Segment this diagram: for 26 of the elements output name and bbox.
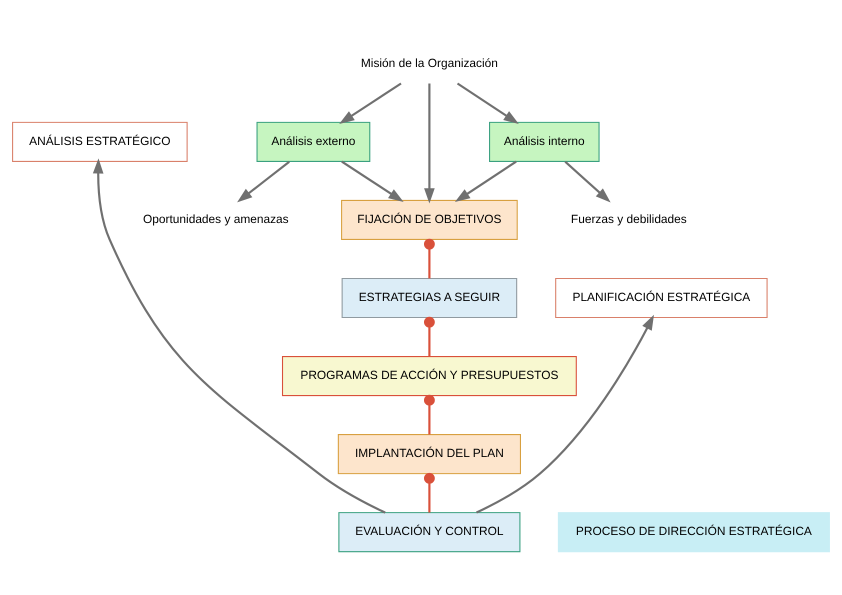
arrow	[341, 160, 404, 202]
node-box: ESTRATEGIAS A SEGUIR	[342, 277, 518, 318]
arrow	[476, 314, 654, 513]
node-box: PROCESO DE DIRECCIÓN ESTRATÉGICA	[558, 512, 830, 552]
arrow	[564, 160, 611, 202]
arrow	[92, 158, 386, 514]
node-box: Análisis externo	[256, 121, 370, 162]
node-box: PLANIFICACIÓN ESTRATÉGICA	[555, 277, 768, 318]
arrow	[454, 160, 517, 202]
node-box: ANÁLISIS ESTRATÉGICO	[12, 121, 188, 162]
node-box: Análisis interno	[489, 121, 600, 162]
arrow	[456, 82, 519, 124]
connector	[424, 394, 435, 434]
node-box: FIJACIÓN DE OBJETIVOS	[341, 199, 518, 240]
arrow	[237, 160, 290, 202]
connector	[424, 316, 435, 356]
node-box: PROGRAMAS DE ACCIÓN Y PRESUPUESTOS	[282, 356, 577, 396]
node-text: Oportunidades y amenazas	[143, 211, 289, 226]
connector	[424, 472, 435, 512]
node-text: Misión de la Organización	[360, 55, 498, 70]
arrow	[339, 82, 402, 124]
node-box: IMPLANTACIÓN DEL PLAN	[338, 434, 521, 474]
node-box: EVALUACIÓN Y CONTROL	[338, 512, 520, 552]
node-text: Fuerzas y debilidades	[570, 211, 687, 226]
arrow	[424, 83, 435, 204]
connector	[424, 238, 435, 278]
